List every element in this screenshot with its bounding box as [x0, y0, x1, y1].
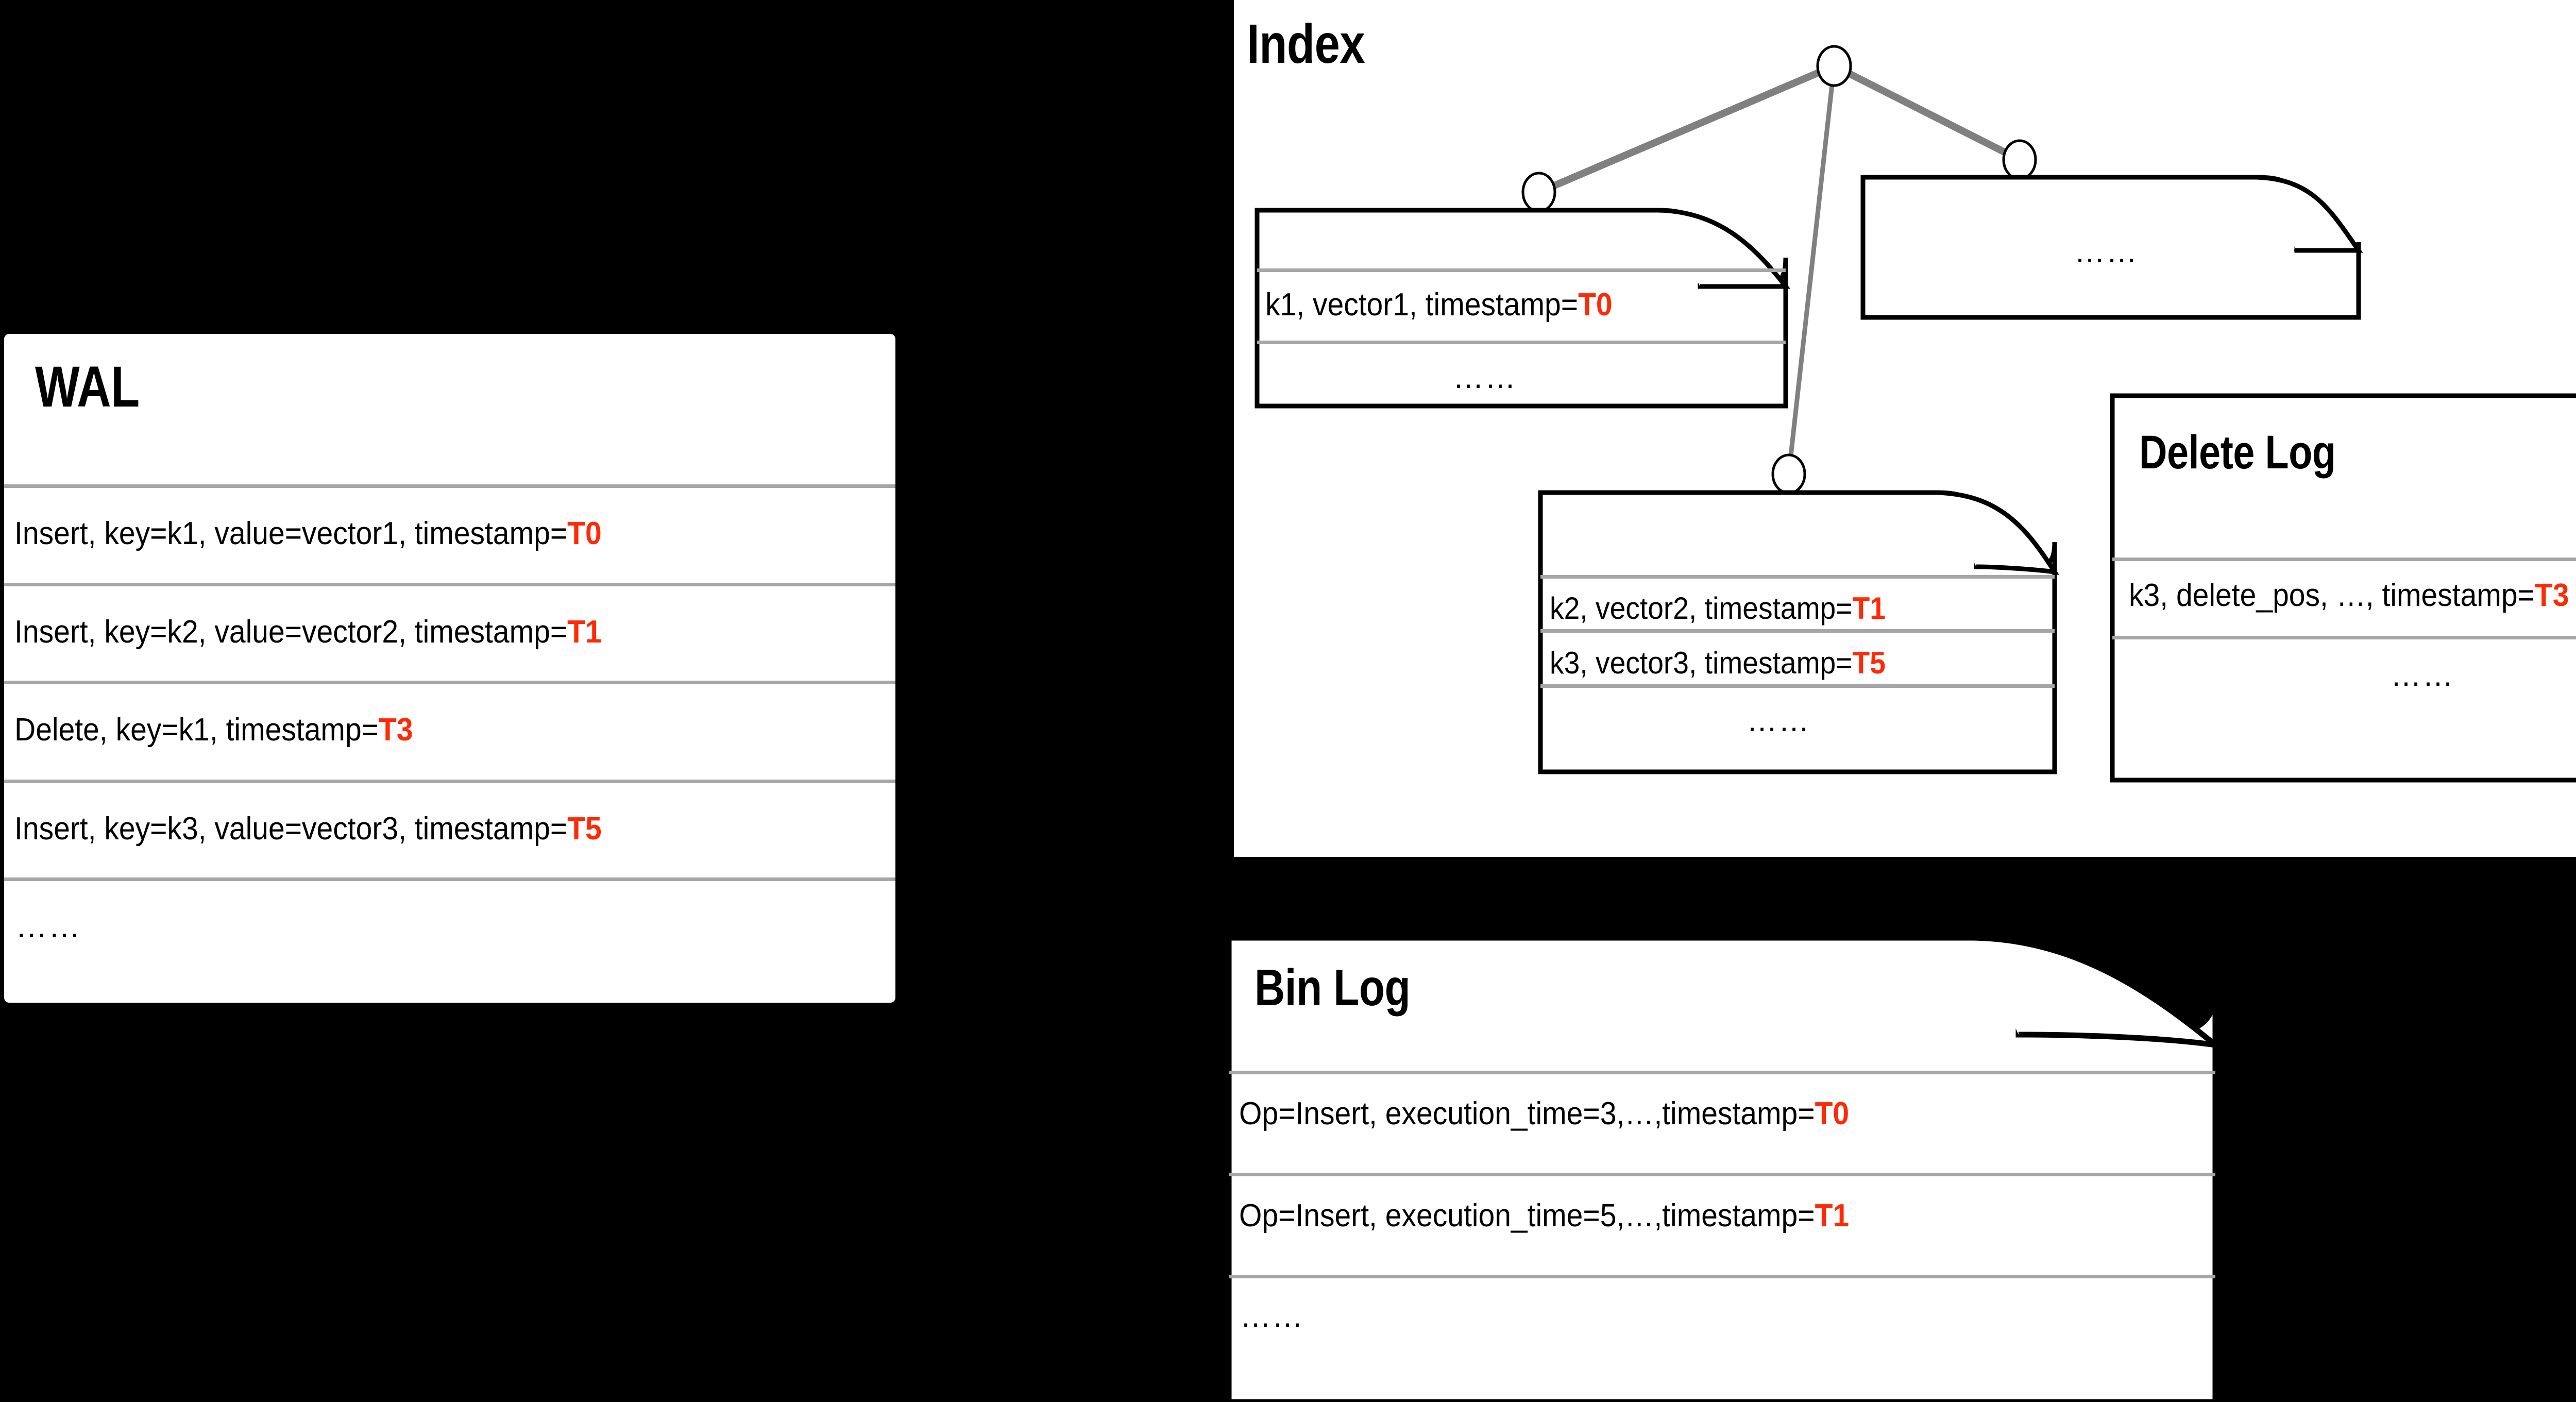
wal-row: Delete, key=k1, timestamp=T3	[14, 712, 413, 748]
bin-log-row: Op=Insert, execution_time=5,…,timestamp=…	[1239, 1197, 1849, 1234]
leaf-k2k3-rows: k2, vector2, timestamp=T1 k3, vector3, t…	[1540, 493, 2055, 772]
delete-log-row-ellipsis: ……	[2391, 658, 2454, 692]
wal-row-label: Delete, key=k1, timestamp=	[14, 712, 379, 748]
delete-log-rows: Delete Log k3, delete_pos, …, timestamp=…	[2112, 396, 2576, 780]
delete-log-row-label: k3, delete_pos, …, timestamp=	[2129, 578, 2535, 613]
leaf-k2k3-row-label: k2, vector2, timestamp=	[1550, 591, 1853, 626]
delete-log-divider-1	[2112, 558, 2576, 561]
leaf-k2k3-row-ellipsis: ……	[1747, 703, 1810, 738]
bin-log-row: Op=Insert, execution_time=3,…,timestamp=…	[1239, 1095, 1849, 1132]
delete-log-row-timestamp: T3	[2534, 578, 2569, 613]
leaf-k1-divider-2	[1257, 341, 1786, 344]
wal-row: Insert, key=k1, value=vector1, timestamp…	[14, 515, 602, 552]
leaf-k2k3-row-timestamp: T1	[1852, 591, 1886, 626]
bin-log-row-timestamp: T0	[1815, 1096, 1850, 1131]
wal-row-label: Insert, key=k1, value=vector1, timestamp…	[14, 516, 568, 551]
wal-row-label: Insert, key=k2, value=vector2, timestamp…	[14, 614, 568, 650]
delete-log-row: k3, delete_pos, …, timestamp=T3	[2129, 577, 2569, 614]
leaf-k2k3-row: k2, vector2, timestamp=T1	[1550, 590, 1886, 626]
bin-log-rows: Bin Log Op=Insert, execution_time=3,…,ti…	[1229, 938, 2215, 1402]
bin-log-divider-2	[1229, 1173, 2215, 1176]
wal-divider-2	[4, 583, 895, 586]
wal-row-timestamp: T0	[567, 516, 602, 551]
wal-row-label: Insert, key=k3, value=vector3, timestamp…	[14, 811, 568, 847]
wal-row: Insert, key=k3, value=vector3, timestamp…	[14, 810, 602, 847]
leaf-k2k3-divider-1	[1540, 575, 2055, 579]
leaf-ellipsis-rows: ……	[1863, 177, 2359, 317]
leaf-k1-divider-1	[1257, 268, 1786, 272]
bin-log-row-ellipsis: ……	[1240, 1299, 1304, 1333]
leaf-k2k3-row-timestamp: T5	[1852, 646, 1886, 680]
leaf-k2k3-row: k3, vector3, timestamp=T5	[1550, 645, 1886, 681]
bin-log-row-label: Op=Insert, execution_time=5,…,timestamp=	[1239, 1198, 1815, 1234]
wal-divider-1	[4, 484, 895, 488]
delete-log-divider-2	[2112, 636, 2576, 639]
bin-log-divider-3	[1229, 1275, 2215, 1278]
leaf-k2k3-divider-2	[1540, 629, 2055, 633]
leaf-k1-row-timestamp: T0	[1578, 287, 1613, 323]
bin-log-row-timestamp: T1	[1815, 1198, 1850, 1234]
wal-row-timestamp: T5	[567, 811, 602, 847]
wal-row-ellipsis: ……	[15, 909, 81, 944]
wal-divider-5	[4, 877, 895, 881]
leaf-k1-row: k1, vector1, timestamp=T0	[1265, 286, 1613, 323]
index-title: Index	[1247, 12, 1365, 75]
leaf-k2k3-row-label: k3, vector3, timestamp=	[1550, 646, 1853, 680]
wal-divider-3	[4, 681, 895, 684]
bin-log-title: Bin Log	[1255, 959, 1411, 1017]
wal-panel: WAL Insert, key=k1, value=vector1, times…	[4, 334, 895, 1003]
delete-log-title: Delete Log	[2139, 426, 2336, 479]
wal-divider-4	[4, 780, 895, 783]
bin-log-divider-1	[1229, 1071, 2215, 1074]
wal-row: Insert, key=k2, value=vector2, timestamp…	[14, 614, 602, 650]
leaf-ellipsis-row: ……	[2074, 234, 2138, 269]
leaf-k1-row-label: k1, vector1, timestamp=	[1265, 287, 1579, 323]
wal-row-timestamp: T3	[378, 712, 413, 748]
wal-row-timestamp: T1	[567, 614, 602, 650]
leaf-k2k3-divider-3	[1540, 684, 2055, 688]
bin-log-row-label: Op=Insert, execution_time=3,…,timestamp=	[1239, 1096, 1815, 1131]
leaf-k1-rows: k1, vector1, timestamp=T0 ……	[1257, 210, 1786, 406]
leaf-k1-row-ellipsis: ……	[1453, 360, 1517, 395]
wal-title: WAL	[35, 354, 140, 419]
